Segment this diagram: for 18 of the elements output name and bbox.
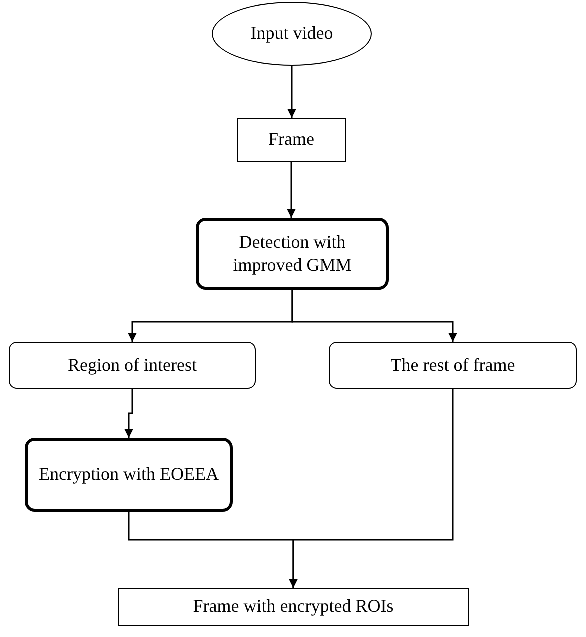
- arrow: [292, 290, 458, 342]
- arrow: [287, 162, 296, 218]
- box-label: Encryption with EOEEA: [38, 463, 220, 486]
- process-box: [237, 118, 346, 162]
- box-label: Frame with encrypted ROIs: [192, 595, 395, 618]
- box-label: Input video: [250, 22, 334, 46]
- process-box: [196, 218, 389, 290]
- arrow: [288, 66, 296, 118]
- process-box: [25, 438, 233, 512]
- box-label: Detection with improved GMM: [232, 230, 353, 277]
- arrow: [124, 389, 134, 438]
- box-label: Frame: [268, 128, 316, 152]
- process-box: [118, 588, 469, 626]
- arrow: [289, 389, 454, 588]
- box-label: Region of interest: [67, 354, 198, 377]
- box-label: The rest of frame: [390, 354, 516, 377]
- process-box: [329, 342, 577, 389]
- process-box: [9, 342, 256, 389]
